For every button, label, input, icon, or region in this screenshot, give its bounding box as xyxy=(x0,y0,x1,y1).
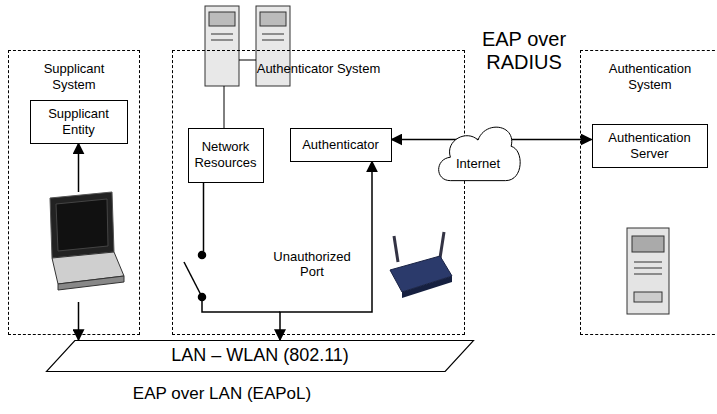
port-label: Unauthorized Port xyxy=(262,250,362,280)
internet-cloud: Internet xyxy=(432,112,524,190)
node-text: LAN – WLAN (802.11) xyxy=(171,345,349,367)
entity-box: Authentication Server xyxy=(592,124,708,168)
entity-box: Network Resources xyxy=(188,128,264,183)
node-text: Authenticator xyxy=(302,137,379,153)
protocol-label: EAP over RADIUS xyxy=(468,28,580,74)
group-title: Authenticator System xyxy=(257,61,381,77)
connector xyxy=(202,183,280,313)
auth-server-icon xyxy=(627,228,669,314)
group-title: Authentication System xyxy=(600,61,700,92)
cloud-outline xyxy=(432,112,524,190)
router-icon xyxy=(390,232,452,298)
system-group: Authenticator SystemNetwork Resources Aut… xyxy=(172,50,465,335)
node-text: Authentication Server xyxy=(597,130,703,161)
group-title: Supplicant System xyxy=(34,61,114,92)
switch-symbol xyxy=(184,252,206,301)
node-text: Supplicant Entity xyxy=(35,106,123,137)
system-group: Supplicant SystemSupplicant Entity xyxy=(8,50,140,335)
laptop-icon xyxy=(50,192,124,290)
protocol-label: EAP over LAN (EAPoL) xyxy=(112,384,332,404)
entity-box: Supplicant Entity xyxy=(30,100,128,144)
entity-box: Authenticator xyxy=(290,128,392,162)
network-band: LAN – WLAN (802.11) xyxy=(45,340,475,372)
node-text: Internet xyxy=(456,156,500,172)
connector xyxy=(78,144,80,341)
system-group: Authentication SystemAuthentication Serv… xyxy=(580,50,717,335)
node-text: Network Resources xyxy=(193,139,259,170)
